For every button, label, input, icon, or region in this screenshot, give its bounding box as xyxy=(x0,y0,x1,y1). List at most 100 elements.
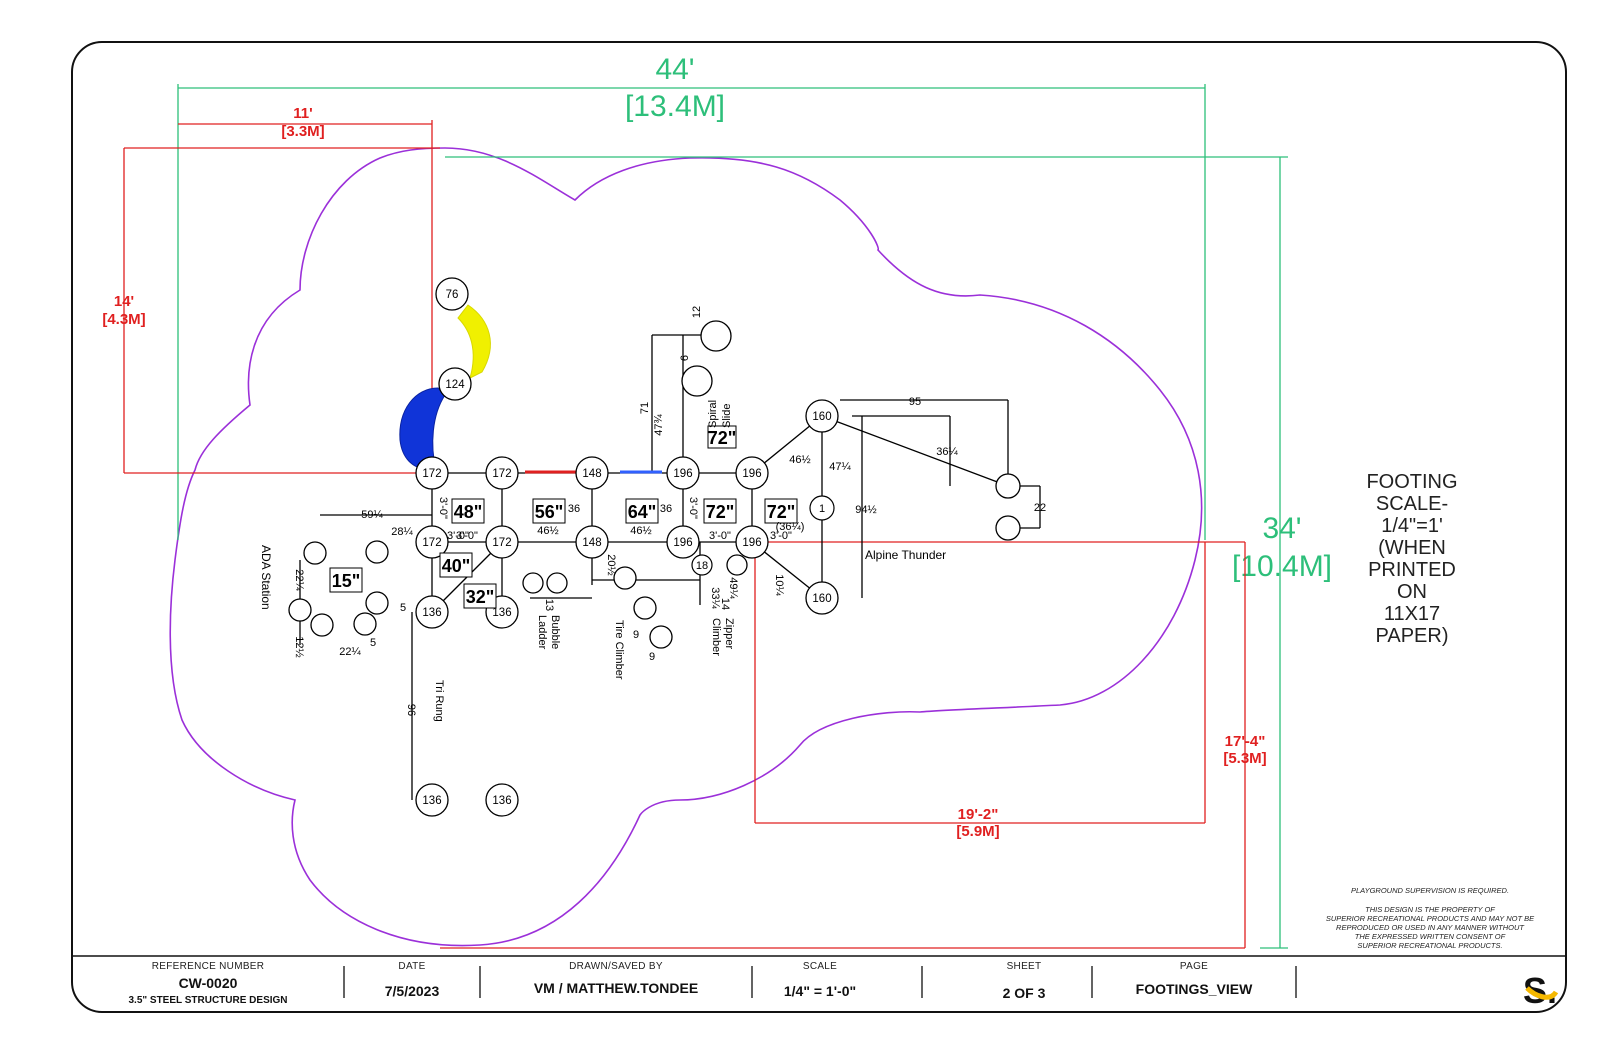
footing-label: 172 xyxy=(492,468,511,480)
dim-text: 96 xyxy=(405,704,417,716)
drawn-value: VM / MATTHEW.TONDEE xyxy=(534,980,698,996)
footing-label: 18 xyxy=(696,560,708,572)
footing-label: 136 xyxy=(422,795,441,807)
title-block: REFERENCE NUMBER CW-0020 3.5" STEEL STRU… xyxy=(72,955,1566,1011)
drawn-label: DRAWN/SAVED BY xyxy=(569,961,663,972)
deck-height: 72" xyxy=(708,428,737,448)
deck-height-box xyxy=(707,425,737,449)
overall-depth-m: [10.4M] xyxy=(1232,550,1332,583)
footing-circle xyxy=(995,515,1021,541)
sheet-value: 2 OF 3 xyxy=(1003,985,1046,1001)
dim-text: 46½ xyxy=(537,525,558,537)
dim-text: 3'-0" xyxy=(687,497,699,519)
scale-label: SCALE xyxy=(803,961,837,972)
deck-height: 64" xyxy=(628,502,657,522)
alpine-thunder-label: Alpine Thunder xyxy=(865,548,946,562)
footing-circle xyxy=(809,495,835,521)
footing-circle xyxy=(415,456,449,490)
footing-circle xyxy=(485,525,519,559)
scale-note: FOOTING SCALE- 1/4"=1' (WHEN PRINTED ON … xyxy=(1366,471,1457,647)
footing-circle xyxy=(735,456,769,490)
footing-circle xyxy=(666,525,700,559)
page-label: PAGE xyxy=(1180,961,1208,972)
footing-circle xyxy=(995,473,1021,499)
dim-text: 10¼ xyxy=(773,574,785,596)
logo-swoosh-icon xyxy=(1525,986,1559,1000)
dim-text: 47¼ xyxy=(829,461,851,473)
spiral-slide-label-1: Spiral xyxy=(707,400,719,428)
date-label: DATE xyxy=(398,961,425,972)
footing-label: 196 xyxy=(742,537,761,549)
footing-circle xyxy=(415,595,449,629)
dim-text: 3'-0" xyxy=(709,530,731,542)
scale-note-line: (WHEN xyxy=(1378,537,1446,559)
footing-circle xyxy=(438,367,472,401)
dim-text: 22¼ xyxy=(339,646,361,658)
deck-height: 48" xyxy=(454,502,483,522)
footing-label: 196 xyxy=(742,468,761,480)
green-dimensions xyxy=(177,84,1288,949)
dim-text: 9 xyxy=(649,651,655,663)
dim-text: 12 xyxy=(691,306,703,318)
footing-circle xyxy=(522,572,544,594)
property-note-line: THIS DESIGN IS THE PROPERTY OF xyxy=(1365,905,1495,914)
dim-text: 3'-0" xyxy=(770,530,792,542)
footing-label: 1 xyxy=(819,503,825,515)
deck-height: 15" xyxy=(332,571,361,591)
footing-circle xyxy=(415,525,449,559)
footing-circle xyxy=(681,365,713,397)
scale-value: 1/4" = 1'-0" xyxy=(784,983,856,999)
small-dimension-group: 95 47¼ 94½ 36¼ 22 46½ 36 46½ 46½ 36 3'-0… xyxy=(293,306,1046,716)
dim-text: 22 xyxy=(1034,502,1046,514)
footing-label: 160 xyxy=(812,411,831,423)
use-zone-outline xyxy=(169,147,1203,947)
dim-text: 6 xyxy=(679,355,691,361)
footing-circle xyxy=(735,525,769,559)
page-value: FOOTINGS_VIEW xyxy=(1136,981,1253,997)
footing-circle xyxy=(575,456,609,490)
footing-circle xyxy=(485,456,519,490)
scale-note-line: ON xyxy=(1397,581,1427,603)
dim-text: 28¼ xyxy=(391,526,413,538)
dim-text: 9 xyxy=(633,629,639,641)
dim-text: 49¼ xyxy=(727,577,739,599)
footing-circle xyxy=(365,540,389,564)
footing-circle xyxy=(691,554,713,576)
property-note-line: SUPERIOR RECREATIONAL PRODUCTS AND MAY N… xyxy=(1326,914,1535,923)
footing-circle xyxy=(726,554,748,576)
dim-text: 94½ xyxy=(855,504,876,516)
dim-text: 71 xyxy=(639,402,651,414)
overall-width-m: [13.4M] xyxy=(625,90,725,123)
deck-height-box xyxy=(703,498,737,524)
footing-label: 172 xyxy=(422,468,441,480)
bottom-right-depth-m: [5.3M] xyxy=(1223,750,1266,767)
dim-text: 3'-0" xyxy=(447,530,469,542)
dim-text: 5 xyxy=(370,637,376,649)
blue-slide xyxy=(399,387,446,471)
footing-circle xyxy=(700,320,732,352)
footing-circle xyxy=(485,783,519,817)
footing-circle xyxy=(649,625,673,649)
dim-text: 14 xyxy=(719,598,731,610)
footing-circle xyxy=(613,566,637,590)
dim-text: 46½ xyxy=(789,454,810,466)
top-left-width-ft: 11' xyxy=(293,105,312,122)
dim-text: 12½ xyxy=(293,636,305,657)
footing-circle xyxy=(666,456,700,490)
deck-height: 40" xyxy=(442,556,471,576)
footing-label: 136 xyxy=(492,795,511,807)
top-left-depth-ft: 14' xyxy=(114,293,134,310)
footing-label: 148 xyxy=(582,537,601,549)
deck-height-box xyxy=(439,552,473,578)
footing-label: 196 xyxy=(673,537,692,549)
bottom-right-depth-ft: 17'-4" xyxy=(1225,733,1266,750)
footing-label: 124 xyxy=(445,379,465,391)
top-left-width-m: [3.3M] xyxy=(281,123,324,140)
property-note-line: REPRODUCED OR USED IN ANY MANNER WITHOUT xyxy=(1336,923,1525,932)
scale-note-line: PAPER) xyxy=(1376,625,1449,647)
footing-label: 172 xyxy=(492,537,511,549)
property-note-line: SUPERIOR RECREATIONAL PRODUCTS. xyxy=(1357,941,1502,950)
footing-circle xyxy=(303,541,327,565)
bottom-right-width-ft: 19'-2" xyxy=(958,806,999,823)
